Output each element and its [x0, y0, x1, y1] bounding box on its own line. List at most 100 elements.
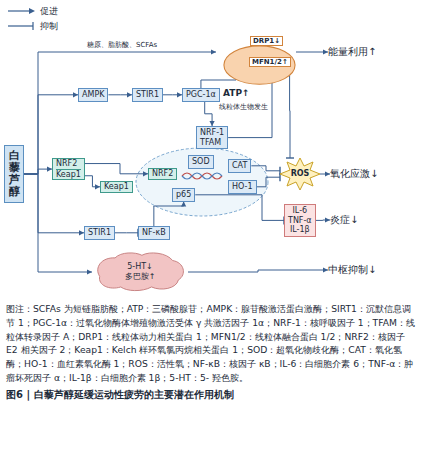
connector-line: [188, 270, 328, 272]
outcome-text: 能量利用↑: [328, 46, 376, 58]
connector-line: [115, 232, 138, 233]
outcome-text: 中枢抑制↓: [328, 264, 376, 276]
node-text: TNF-α: [288, 216, 312, 226]
connector: [24, 174, 92, 275]
node-text: MFN1/2↑: [252, 58, 288, 66]
decoration: [0, 0, 421, 300]
arrow-head: [211, 49, 216, 54]
node-text: STIR1: [88, 228, 111, 238]
process-box: NRF-1TFAM: [196, 126, 228, 149]
arrow-head: [323, 49, 328, 54]
node-text: TFAM: [200, 138, 224, 148]
mitochondrion: ATP↑DRP1↓MFN1/2↑: [216, 30, 296, 74]
connector: [316, 217, 330, 222]
connector-line: [251, 166, 280, 171]
connector: [24, 174, 84, 235]
process-box: STIR1: [132, 88, 163, 102]
node-text: IL-6: [288, 206, 312, 216]
edge-label: 线粒体生物发生: [218, 103, 269, 111]
legend-text: 抑制: [40, 21, 58, 31]
node-text: 白藜芦醇: [9, 150, 20, 198]
dna-helix: [182, 173, 222, 179]
node-text: ATP↑: [223, 88, 296, 99]
node-text: NF-κB: [142, 228, 166, 238]
node-text: NRF-1: [200, 128, 224, 138]
connector-line: [257, 177, 280, 187]
process-box: NRF2: [148, 168, 177, 180]
edge-label: 糖原、脂肪酸、SCFAs: [86, 41, 158, 49]
brain-shape: 5-HT↓多巴胺↑: [92, 250, 188, 294]
arrow-head: [325, 171, 330, 176]
cytokine-box: IL-6TNF-αIL-1β: [284, 204, 316, 237]
connector-line: [154, 202, 184, 226]
node-text: 氧化应激↓: [330, 168, 378, 180]
process-box: HO-1: [228, 180, 257, 194]
connector-line: [24, 52, 216, 174]
node-text: DRP1↓: [253, 37, 280, 45]
node-text: STIR1: [136, 90, 159, 100]
ros-star: ROS: [280, 158, 320, 190]
node-text: CAT: [232, 161, 247, 171]
legend-item: 抑制: [40, 20, 58, 33]
legend-samples: [8, 8, 35, 30]
connector: [85, 176, 100, 190]
node-text: Keap1: [56, 169, 81, 180]
connector: [163, 92, 182, 97]
legend-item: 促进: [40, 5, 58, 18]
node-text: 中枢抑制↓: [328, 264, 376, 276]
node-text: IL-1β: [288, 225, 312, 235]
connector: [154, 202, 186, 226]
connector-line: [195, 195, 284, 221]
node-text: SOD: [192, 157, 210, 167]
outcome-text: 炎症↓: [330, 214, 358, 226]
process-box: Keap1: [100, 181, 133, 193]
process-box: CAT: [228, 159, 251, 173]
footer: 图注：SCFAs 为短链脂肪酸；ATP：三磷酸腺苷；AMPK：腺苷酸激活蛋白激酶…: [6, 302, 415, 402]
connector: [24, 49, 216, 174]
process-box: SOD: [188, 155, 214, 169]
protein-tag: DRP1↓: [250, 36, 283, 46]
connector: [115, 229, 138, 237]
figure-caption: 图6 | 白藜芦醇延缓运动性疲劳的主要潜在作用机制: [6, 388, 415, 402]
complex-box: NRF2Keap1: [52, 158, 85, 180]
node-text: NRF2: [152, 169, 173, 179]
process-box: STIR1: [84, 226, 115, 240]
connector: [188, 267, 328, 272]
connector: [251, 166, 280, 175]
protein-tag: MFN1/2↑: [249, 57, 291, 67]
process-box: NF-κB: [138, 226, 170, 240]
connector: [205, 102, 215, 126]
connector: [195, 195, 284, 225]
process-box: AMPK: [78, 88, 108, 102]
connector: [257, 173, 280, 187]
inhibit-bar: [286, 157, 294, 158]
node-text: p65: [176, 190, 191, 200]
arrow-head: [87, 269, 92, 274]
node-text: 5-HT↓: [127, 262, 153, 272]
node-text: Keap1: [104, 182, 129, 192]
connector-line: [85, 164, 148, 174]
connector-line: [289, 63, 290, 158]
connector: [108, 92, 132, 97]
connector-line: [85, 176, 100, 187]
legend-text: 促进: [40, 6, 58, 16]
connector-line: [24, 174, 84, 233]
arrow-head: [325, 217, 330, 222]
node-text: PGC-1α: [186, 90, 216, 100]
connector-line: [24, 174, 92, 272]
connector-layer: [0, 0, 421, 300]
node-text: 炎症↓: [330, 214, 358, 226]
diagram-area: 白藜芦醇 ATP↑ DRP1↓ MFN1/2↑ 能量利用↑ AMPK STIR1 PGC-1α…: [0, 0, 421, 300]
process-box: PGC-1α: [182, 88, 220, 102]
node-text: 多巴胺↑: [125, 272, 156, 282]
arrow-head: [181, 202, 186, 207]
node-text: AMPK: [82, 90, 104, 100]
node-text: HO-1: [232, 182, 253, 192]
connector: [320, 171, 330, 176]
outcome-text: 氧化应激↓: [330, 168, 378, 180]
process-box: p65: [172, 188, 195, 202]
connector: [296, 49, 328, 54]
connector: [24, 166, 52, 174]
compound-box: 白藜芦醇: [4, 145, 24, 203]
node-text: ROS: [291, 169, 310, 179]
